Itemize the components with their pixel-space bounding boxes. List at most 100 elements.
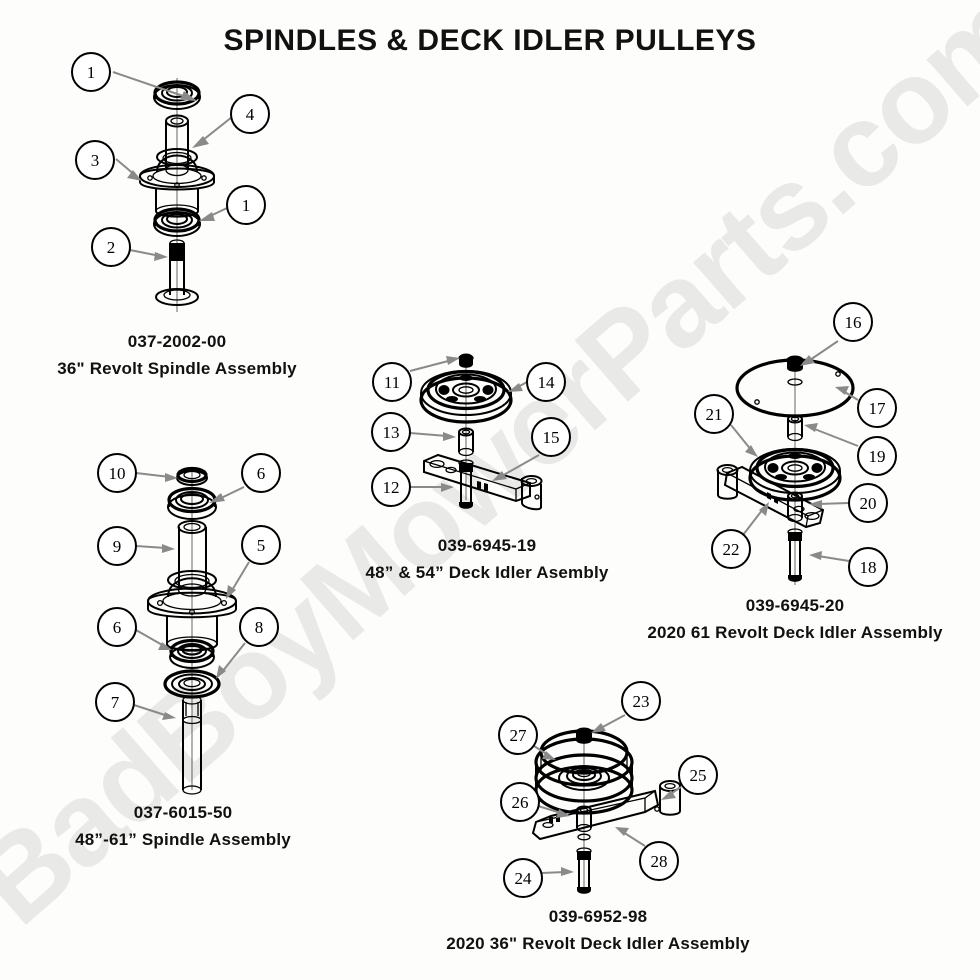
callout-17[interactable]: 17 — [835, 386, 897, 428]
assembly-spindle-48-61: 10 6 9 5 6 8 — [75, 453, 291, 849]
callout-bubble[interactable] — [241, 453, 281, 493]
part-idler-pulley — [419, 369, 513, 424]
part-spacer-upper — [787, 414, 803, 442]
callout-4[interactable]: 4 — [192, 94, 270, 148]
callout-label: 3 — [91, 151, 100, 170]
callout-bubble[interactable] — [91, 227, 131, 267]
callout-bubble[interactable] — [230, 94, 270, 134]
callout-24[interactable]: 24 — [503, 858, 574, 898]
callout-2[interactable]: 2 — [91, 227, 168, 267]
callout-bubble[interactable] — [503, 858, 543, 898]
callout-bubble[interactable] — [372, 362, 412, 402]
callout-label: 16 — [845, 313, 862, 332]
callout-bubble[interactable] — [857, 388, 897, 428]
callout-bubble[interactable] — [75, 140, 115, 180]
callout-label: 1 — [242, 196, 251, 215]
callout-25[interactable]: 25 — [661, 755, 718, 800]
callout-bubble[interactable] — [621, 681, 661, 721]
callout-label: 12 — [383, 478, 400, 497]
part-idler-bracket — [531, 780, 681, 841]
callout-19[interactable]: 19 — [804, 423, 897, 476]
part-idler-bolt — [787, 528, 803, 582]
callout-label: 23 — [633, 692, 650, 711]
callout-label: 20 — [860, 494, 877, 513]
callout-label: 27 — [510, 726, 528, 745]
callout-bubble[interactable] — [226, 185, 266, 225]
callout-label: 9 — [113, 537, 122, 556]
callout-6-lower[interactable]: 6 — [97, 607, 172, 650]
callout-7[interactable]: 7 — [95, 682, 176, 722]
callout-bubble[interactable] — [526, 362, 566, 402]
callout-6-upper[interactable]: 6 — [209, 453, 281, 503]
callout-bubble[interactable] — [498, 715, 538, 755]
callout-bubble[interactable] — [97, 526, 137, 566]
callout-22[interactable]: 22 — [711, 502, 769, 569]
part-spindle-housing — [147, 570, 237, 652]
callout-18[interactable]: 18 — [809, 547, 888, 587]
part-idler-pulley — [534, 729, 634, 815]
callout-23[interactable]: 23 — [591, 681, 661, 733]
part-bearing-bottom — [153, 207, 201, 237]
callout-label: 26 — [512, 793, 529, 812]
callout-16[interactable]: 16 — [800, 302, 873, 366]
callout-bubble[interactable] — [241, 525, 281, 565]
callout-1-top[interactable]: 1 — [71, 52, 197, 101]
assembly-name: 36" Revolt Spindle Assembly — [57, 359, 297, 378]
callout-label: 15 — [543, 428, 560, 447]
part-idler-bolt — [458, 459, 474, 509]
callout-bubble[interactable] — [500, 782, 540, 822]
callout-label: 22 — [723, 540, 740, 559]
callout-bubble[interactable] — [239, 607, 279, 647]
part-spacer-bushing — [458, 427, 474, 457]
callout-3[interactable]: 3 — [75, 140, 142, 181]
callout-bubble[interactable] — [371, 412, 411, 452]
assembly-part-number: 039-6952-98 — [549, 907, 648, 926]
callout-bubble[interactable] — [639, 841, 679, 881]
assembly-name: 2020 36" Revolt Deck Idler Assembly — [446, 934, 750, 953]
callout-12[interactable]: 12 — [371, 467, 454, 507]
callout-5[interactable]: 5 — [226, 525, 281, 599]
callout-bubble[interactable] — [97, 453, 137, 493]
callout-20[interactable]: 20 — [809, 483, 888, 523]
callout-bubble[interactable] — [711, 529, 751, 569]
part-spindle-shaft — [155, 239, 199, 306]
callout-bubble[interactable] — [694, 394, 734, 434]
callout-bubble[interactable] — [833, 302, 873, 342]
assembly-name: 48”-61” Spindle Assembly — [75, 830, 291, 849]
callout-14[interactable]: 14 — [508, 362, 566, 402]
callout-bubble[interactable] — [71, 52, 111, 92]
callout-bubble[interactable] — [371, 467, 411, 507]
callout-label: 14 — [538, 373, 556, 392]
callout-label: 6 — [257, 464, 266, 483]
callout-26[interactable]: 26 — [500, 782, 570, 822]
callout-10[interactable]: 10 — [97, 453, 178, 493]
callout-bubble[interactable] — [95, 682, 135, 722]
callout-bubble[interactable] — [848, 547, 888, 587]
assembly-part-number: 037-6015-50 — [134, 803, 233, 822]
callout-9[interactable]: 9 — [97, 526, 175, 566]
callout-label: 10 — [109, 464, 126, 483]
part-idler-bolt — [576, 847, 592, 894]
callout-label: 11 — [384, 373, 400, 392]
callout-21[interactable]: 21 — [694, 394, 758, 457]
callout-bubble[interactable] — [857, 436, 897, 476]
callout-27[interactable]: 27 — [498, 715, 556, 760]
callout-label: 28 — [651, 852, 668, 871]
callout-15[interactable]: 15 — [492, 417, 571, 481]
callout-11[interactable]: 11 — [372, 356, 460, 402]
callout-bubble[interactable] — [848, 483, 888, 523]
assembly-idler-48-54: 11 14 13 15 12 039-6945-19 48” & 54” D — [365, 353, 609, 582]
callout-label: 19 — [869, 447, 886, 466]
part-spindle-shaft — [182, 695, 202, 795]
callout-bubble[interactable] — [531, 417, 571, 457]
assembly-part-number: 037-2002-00 — [128, 332, 227, 351]
callout-bubble[interactable] — [97, 607, 137, 647]
callout-13[interactable]: 13 — [371, 412, 456, 452]
callout-bubble[interactable] — [678, 755, 718, 795]
callout-1-bottom[interactable]: 1 — [199, 185, 266, 225]
part-idler-bracket — [716, 464, 825, 529]
callout-8[interactable]: 8 — [216, 607, 279, 679]
assembly-idler-36-revolt: 23 27 26 25 28 — [446, 681, 750, 953]
callout-label: 4 — [246, 105, 255, 124]
callout-28[interactable]: 28 — [615, 827, 679, 881]
